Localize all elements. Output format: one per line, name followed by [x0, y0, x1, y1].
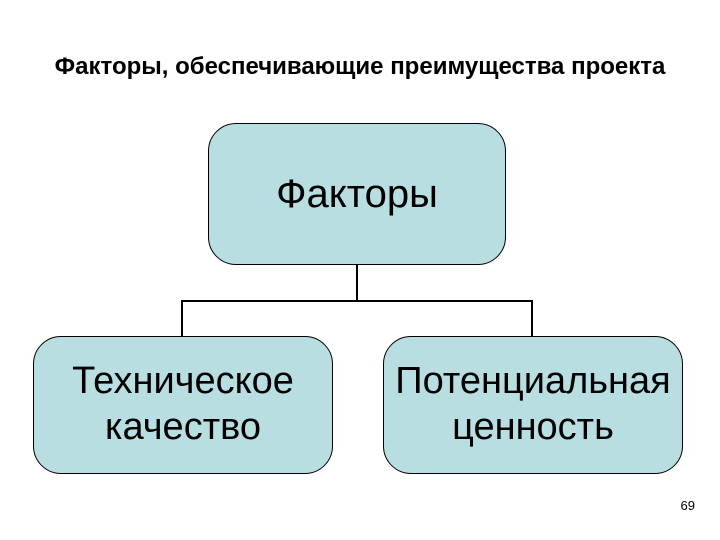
diagram-node-technical-quality-label: Техническое качество — [72, 360, 294, 448]
connector-drop-right — [531, 300, 533, 337]
connector-drop-left — [181, 300, 183, 337]
page-number: 69 — [680, 498, 695, 513]
connector-stem — [356, 264, 358, 301]
diagram-node-potential-value-label: Потенциальная ценность — [395, 360, 671, 448]
diagram-node-factors: Факторы — [208, 123, 506, 265]
diagram-node-technical-quality: Техническое качество — [33, 336, 333, 474]
diagram-node-factors-label: Факторы — [276, 171, 438, 216]
diagram-node-potential-value: Потенциальная ценность — [383, 336, 683, 474]
connector-horizontal — [181, 300, 533, 302]
slide-title: Факторы, обеспечивающие преимущества про… — [54, 53, 666, 80]
